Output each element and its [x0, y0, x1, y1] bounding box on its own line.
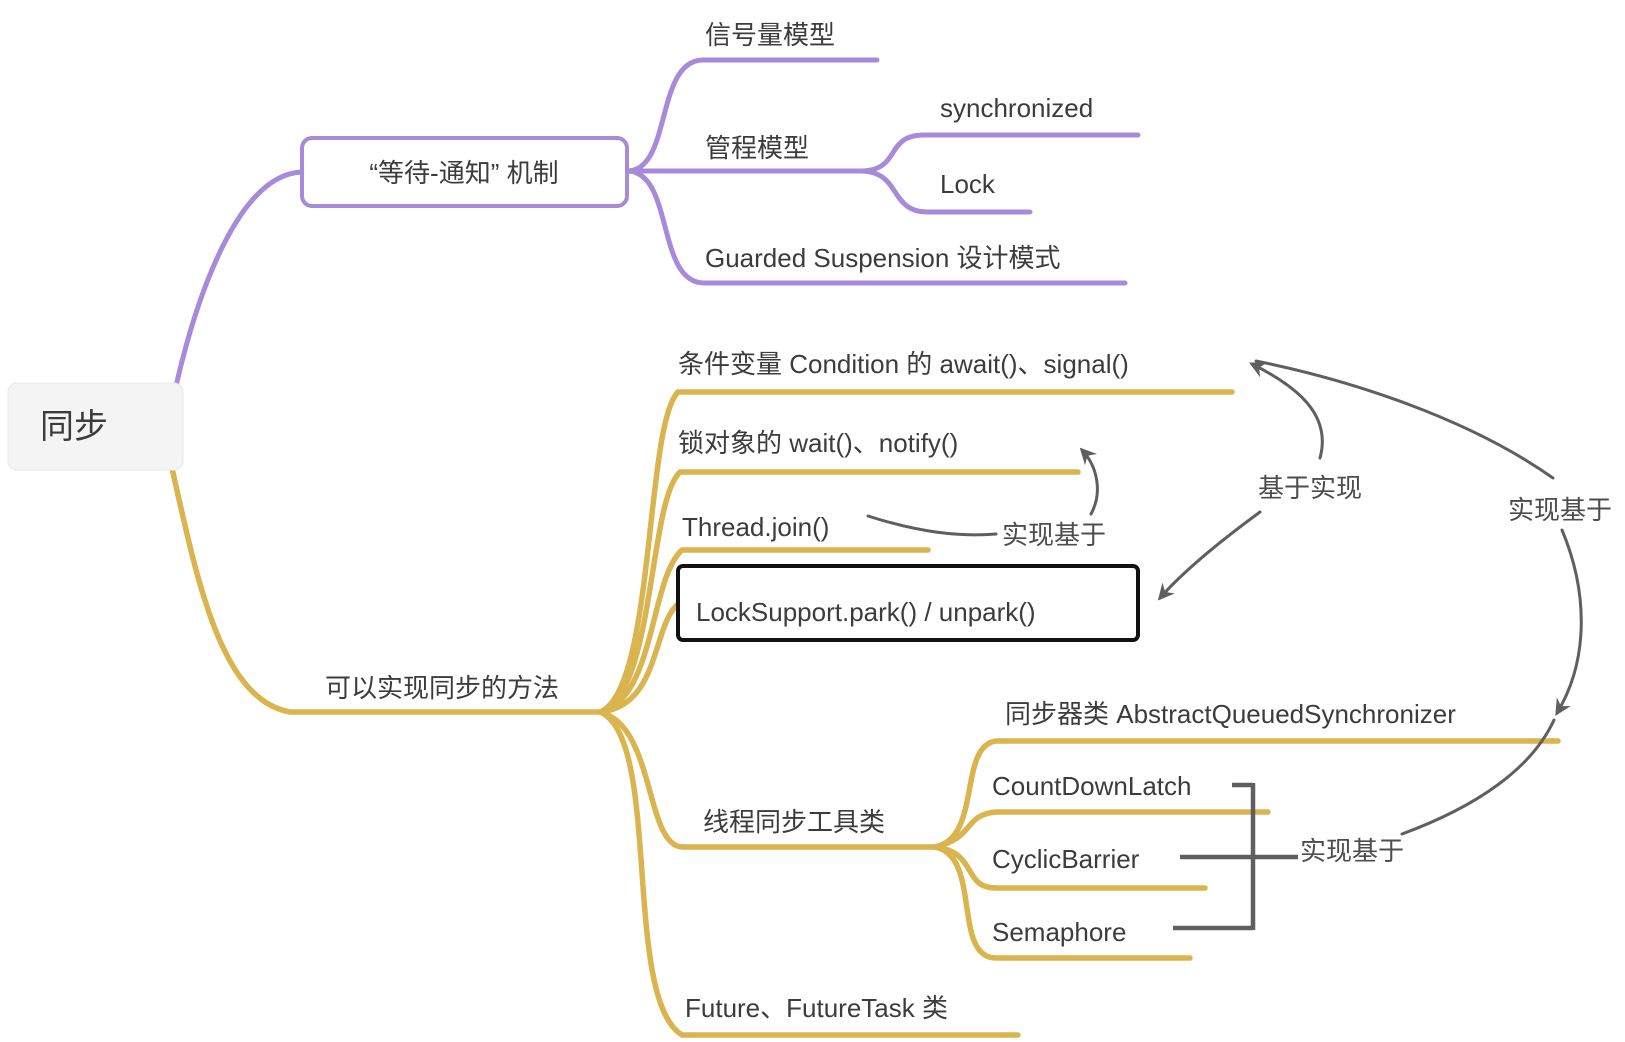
node-guarded-suspension[interactable]: Guarded Suspension 设计模式	[705, 243, 1061, 273]
relation-label-condition-aqs[interactable]: 实现基于	[1508, 495, 1612, 525]
relation-line-aqs-to-condition	[1254, 359, 1555, 480]
node-semaphore[interactable]: Semaphore	[992, 917, 1126, 947]
relation-line-join-to-label	[866, 514, 998, 537]
branch-sync-methods-connectors	[169, 389, 1561, 1038]
wait-notify-node-box[interactable]	[300, 136, 629, 208]
root-node-label[interactable]: 同步	[40, 408, 108, 446]
node-synchronized[interactable]: synchronized	[940, 93, 1093, 123]
connector-root-to-sync-methods	[169, 465, 603, 715]
connector-synchronized	[857, 132, 1141, 174]
connector-lock-support	[597, 601, 681, 715]
connector-semaphore-model	[624, 57, 880, 174]
node-semaphore-model[interactable]: 信号量模型	[705, 20, 835, 50]
relation-arrow-join-to-wait-notify	[1079, 447, 1099, 516]
node-tool-classes[interactable]: 线程同步工具类	[703, 807, 885, 837]
node-cyclicbarrier[interactable]: CyclicBarrier	[992, 844, 1140, 874]
branch-wait-notify-connectors	[173, 57, 1141, 389]
connector-root-to-wait-notify	[173, 169, 305, 389]
connector-guarded-suspension	[624, 168, 1128, 286]
connector-condition	[597, 389, 1235, 715]
node-future[interactable]: Future、FutureTask 类	[685, 993, 948, 1023]
connector-tool-classes	[597, 709, 938, 850]
connector-countdownlatch	[932, 809, 1271, 850]
node-sync-methods[interactable]: 可以实现同步的方法	[325, 673, 559, 703]
relation-label-tools-aqs[interactable]: 实现基于	[1300, 836, 1404, 866]
connector-future	[597, 709, 1021, 1038]
node-thread-join[interactable]: Thread.join()	[682, 512, 829, 542]
relation-arrow-label-to-aqs	[1555, 528, 1583, 716]
tools-bracket	[1173, 782, 1298, 931]
node-condition[interactable]: 条件变量 Condition 的 await()、signal()	[678, 349, 1129, 379]
relation-label-join-based-on[interactable]: 实现基于	[1002, 520, 1106, 550]
node-monitor-model[interactable]: 管程模型	[705, 133, 809, 163]
node-countdownlatch[interactable]: CountDownLatch	[992, 771, 1191, 801]
connector-thread-join	[597, 547, 931, 715]
relation-arrow-label-to-condition	[1249, 362, 1324, 460]
node-lock[interactable]: Lock	[940, 169, 996, 199]
node-aqs[interactable]: 同步器类 AbstractQueuedSynchronizer	[1005, 699, 1456, 729]
lock-support-node-label[interactable]: LockSupport.park() / unpark()	[696, 597, 1036, 627]
connector-lock	[857, 168, 1033, 215]
node-object-wait-notify[interactable]: 锁对象的 wait()、notify()	[678, 428, 958, 458]
connector-object-wait-notify	[597, 469, 1081, 715]
lock-support-node-box[interactable]	[676, 564, 1140, 642]
root-node-box[interactable]	[7, 382, 184, 471]
relation-line-tools-to-aqs	[1400, 718, 1556, 836]
connector-semaphore	[932, 844, 1193, 961]
relation-arrows	[866, 359, 1583, 931]
relation-arrow-label-to-locksupport	[1157, 510, 1262, 601]
wait-notify-node-label[interactable]: “等待-通知” 机制	[369, 158, 558, 188]
relation-label-condition-locksupport[interactable]: 基于实现	[1258, 473, 1362, 503]
